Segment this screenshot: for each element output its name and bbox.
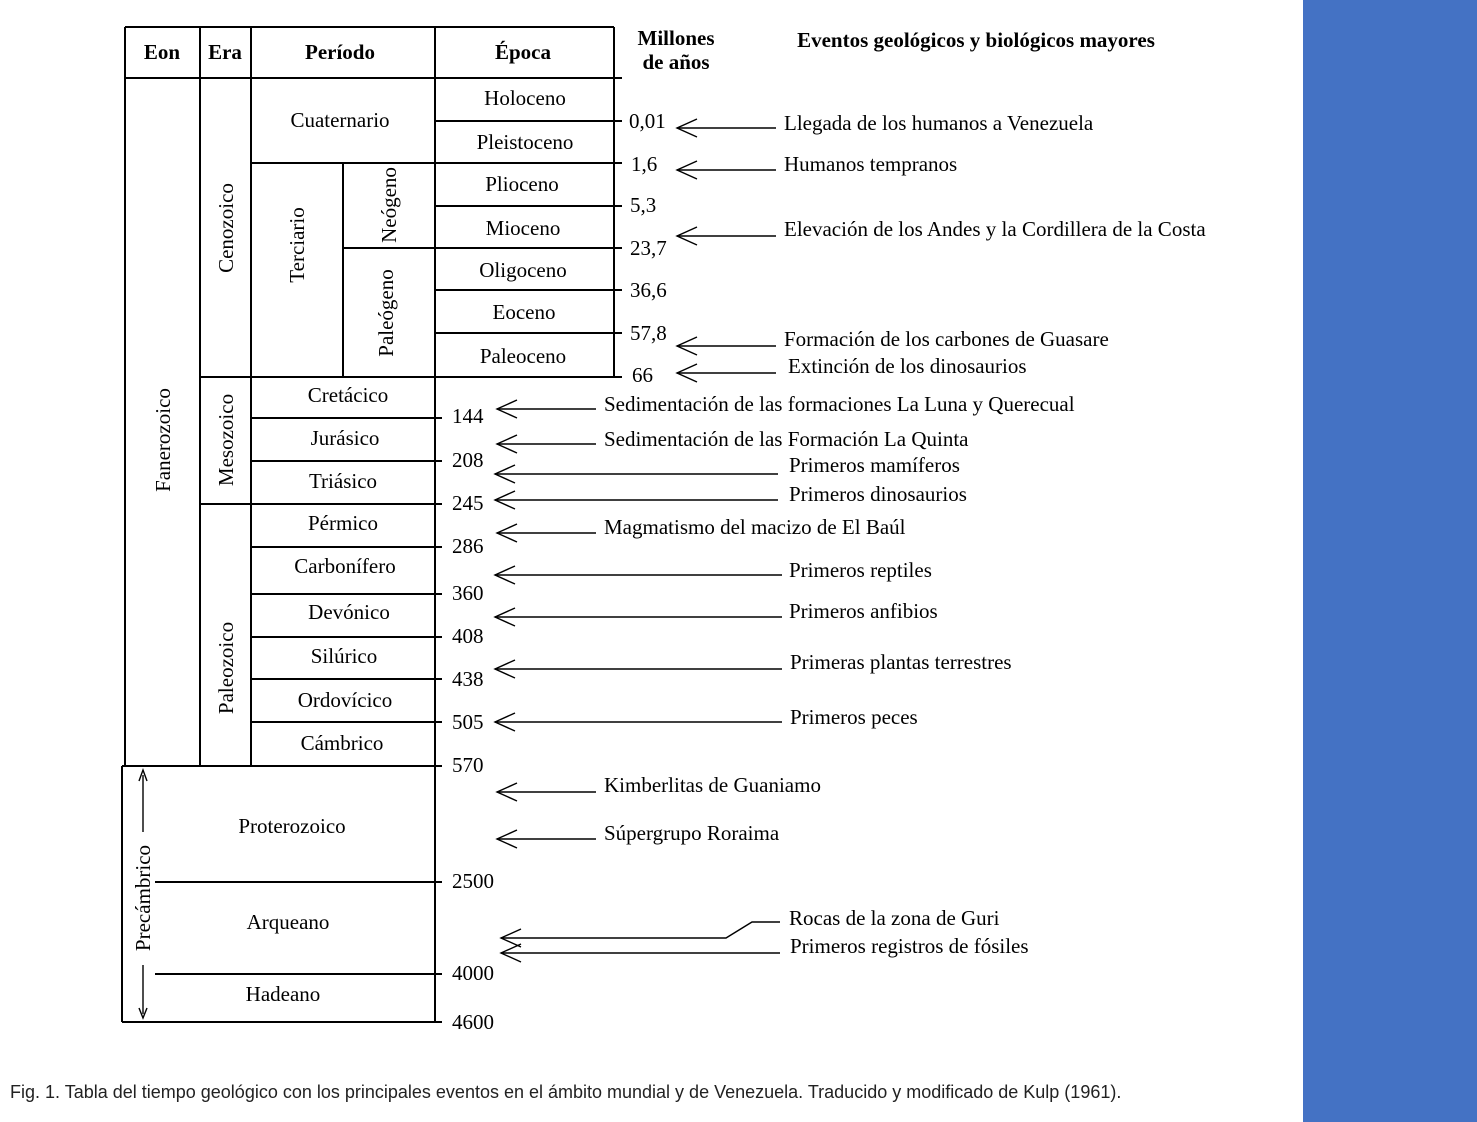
period-devonico: Devónico [308, 600, 390, 624]
epoch-pleistoceno: Pleistoceno [477, 130, 574, 154]
precambrico-arrow [138, 767, 148, 1020]
eon-fanerozoico: Fanerozoico [151, 388, 175, 492]
age-66: 66 [632, 363, 653, 387]
age-360: 360 [452, 581, 484, 605]
period-terciario: Terciario [285, 207, 309, 282]
age-286: 286 [452, 534, 484, 558]
age-57-8: 57,8 [630, 321, 667, 345]
header-millones-line2: de años [642, 50, 709, 74]
header-millones-line1: Millones [638, 26, 715, 50]
event-arrows [493, 118, 782, 963]
event-humanos-tempranos: Humanos tempranos [784, 152, 957, 176]
event-roraima: Súpergrupo Roraima [604, 821, 780, 845]
event-reptiles: Primeros reptiles [789, 558, 932, 582]
event-plantas: Primeras plantas terrestres [790, 650, 1012, 674]
event-dinosaurios: Primeros dinosaurios [789, 482, 967, 506]
age-23-7: 23,7 [630, 236, 667, 260]
era-cenozoico: Cenozoico [214, 183, 238, 273]
event-anfibios: Primeros anfibios [789, 599, 938, 623]
eon-arqueano: Arqueano [247, 910, 330, 934]
header-era: Era [208, 40, 242, 64]
period-permico: Pérmico [308, 511, 378, 535]
period-cambrico: Cámbrico [301, 731, 384, 755]
epoch-mioceno: Mioceno [486, 216, 561, 240]
event-dinosaurios-extincion: Extinción de los dinosaurios [788, 354, 1027, 378]
event-peces: Primeros peces [790, 705, 918, 729]
event-kimberlitas: Kimberlitas de Guaniamo [604, 773, 821, 797]
epoch-plioceno: Plioceno [485, 172, 559, 196]
age-2500: 2500 [452, 869, 494, 893]
age-144: 144 [452, 404, 484, 428]
epoch-oligoceno: Oligoceno [479, 258, 566, 282]
header-eon: Eon [144, 40, 181, 64]
age-570: 570 [452, 753, 484, 777]
event-fosiles: Primeros registros de fósiles [790, 934, 1029, 958]
era-paleozoico: Paleozoico [214, 622, 238, 714]
period-carbonifero: Carbonífero [294, 554, 395, 578]
period-paleogeno: Paleógeno [374, 269, 398, 356]
table-grid [121, 26, 622, 1023]
figure-caption: Fig. 1. Tabla del tiempo geológico con l… [10, 1082, 1122, 1102]
period-cretacico: Cretácico [308, 383, 388, 407]
period-triasico: Triásico [309, 469, 377, 493]
age-4600: 4600 [452, 1010, 494, 1034]
age-4000: 4000 [452, 961, 494, 985]
event-baul: Magmatismo del macizo de El Baúl [604, 515, 906, 539]
header-epoca: Época [495, 40, 552, 64]
event-andes: Elevación de los Andes y la Cordillera d… [784, 217, 1206, 241]
period-cuaternario: Cuaternario [290, 108, 389, 132]
event-carbones: Formación de los carbones de Guasare [784, 327, 1109, 351]
event-guri: Rocas de la zona de Guri [789, 906, 1000, 930]
event-humanos-venezuela: Llegada de los humanos a Venezuela [784, 111, 1094, 135]
age-1-6: 1,6 [631, 152, 657, 176]
event-luna-querecual: Sedimentación de las formaciones La Luna… [604, 392, 1075, 416]
period-neogeno: Neógeno [377, 167, 401, 243]
eon-hadeano: Hadeano [246, 982, 321, 1006]
epoch-paleoceno: Paleoceno [480, 344, 566, 368]
age-245: 245 [452, 491, 484, 515]
age-505: 505 [452, 710, 484, 734]
epoch-eoceno: Eoceno [493, 300, 556, 324]
header-eventos: Eventos geológicos y biológicos mayores [797, 28, 1155, 52]
period-silurico: Silúrico [311, 644, 378, 668]
eon-precambrico: Precámbrico [131, 845, 155, 951]
geologic-time-diagram: Eon Era Período Época Millones de años E… [121, 26, 1206, 1034]
event-la-quinta: Sedimentación de las Formación La Quinta [604, 427, 969, 451]
era-mesozoico: Mesozoico [214, 394, 238, 486]
period-jurasico: Jurásico [311, 426, 380, 450]
age-208: 208 [452, 448, 484, 472]
age-36-6: 36,6 [630, 278, 667, 302]
event-mamiferos: Primeros mamíferos [789, 453, 960, 477]
age-0-01: 0,01 [629, 109, 666, 133]
age-438: 438 [452, 667, 484, 691]
eon-proterozoico: Proterozoico [238, 814, 345, 838]
epoch-holoceno: Holoceno [484, 86, 566, 110]
age-408: 408 [452, 624, 484, 648]
period-ordovicico: Ordovícico [298, 688, 392, 712]
side-panel [1303, 0, 1477, 1122]
age-5-3: 5,3 [630, 193, 656, 217]
header-periodo: Período [305, 40, 375, 64]
